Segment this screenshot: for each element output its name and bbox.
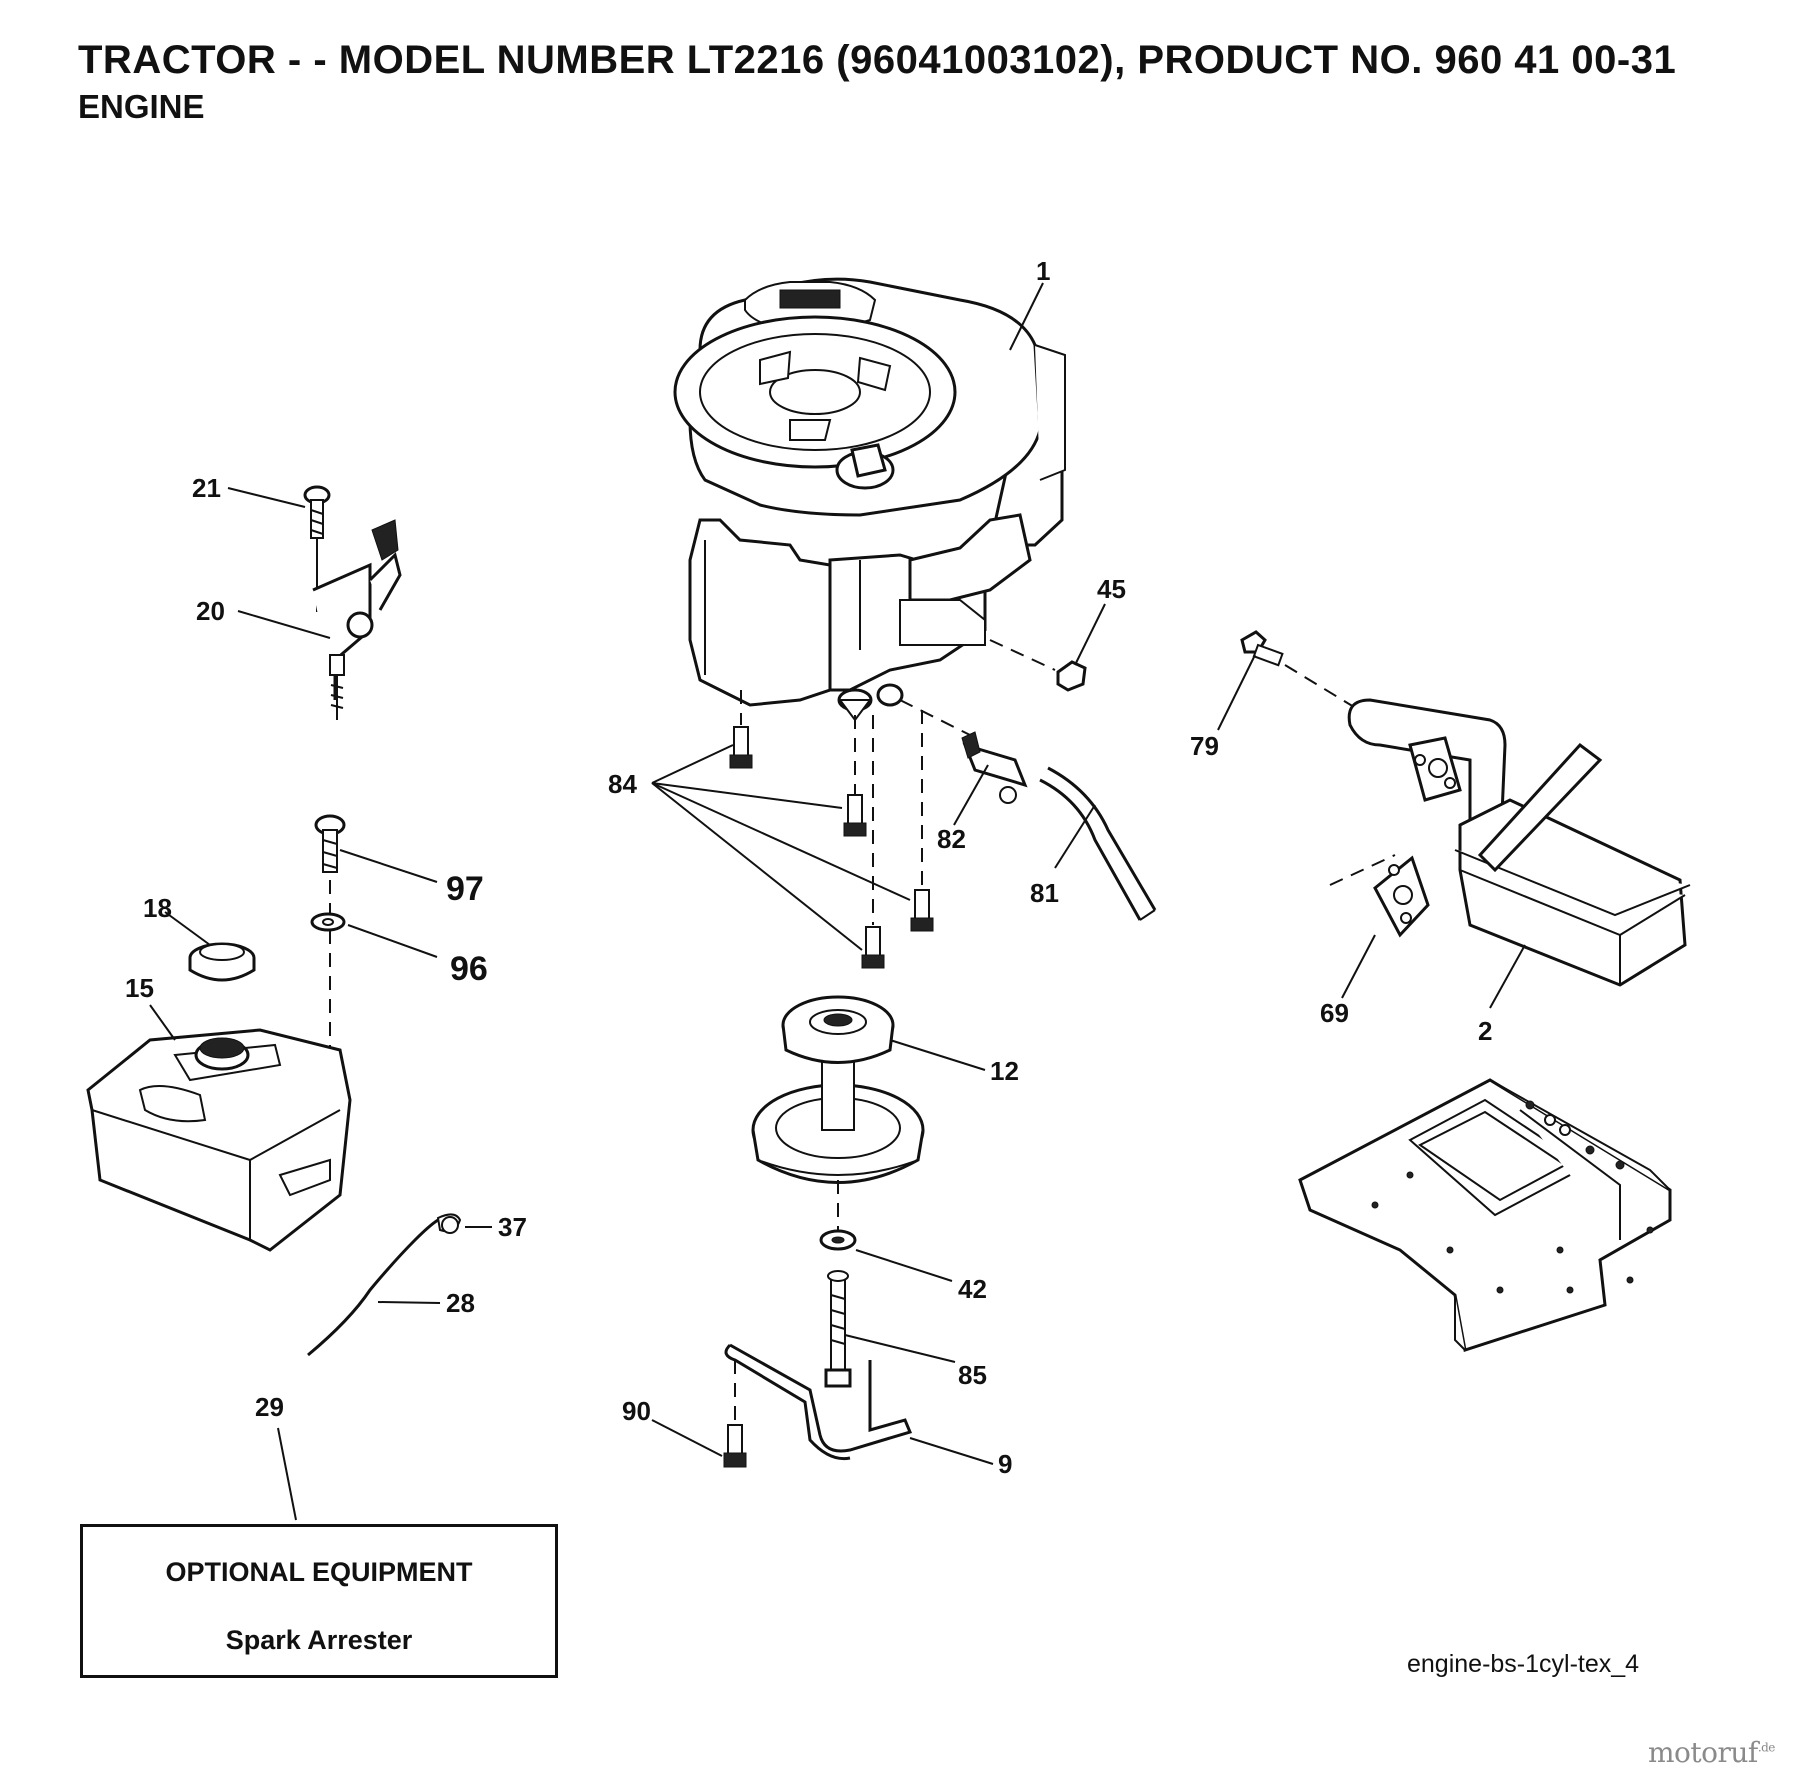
- optional-equipment-item: Spark Arrester: [225, 1625, 413, 1655]
- watermark-text: motoruf: [1648, 1736, 1758, 1769]
- center-bolt-part: [819, 1180, 857, 1388]
- callout-21: 21: [192, 473, 221, 503]
- nut-45-part: [989, 639, 1087, 692]
- callout-69: 69: [1320, 998, 1349, 1028]
- watermark-suffix: .de: [1757, 1740, 1776, 1755]
- engine-part: [673, 277, 1066, 722]
- fuel-line-part: [307, 1213, 462, 1357]
- callout-20: 20: [196, 596, 225, 626]
- callout-82: 82: [937, 824, 966, 854]
- callout-37: 37: [498, 1212, 527, 1242]
- callout-29: 29: [255, 1392, 284, 1422]
- callout-42: 42: [958, 1274, 987, 1304]
- page-title: TRACTOR - - MODEL NUMBER LT2216 (9604100…: [78, 38, 1677, 82]
- bracket-9-part: [723, 1343, 913, 1468]
- pulley-part: [751, 995, 925, 1184]
- callout-9: 9: [998, 1449, 1012, 1479]
- throttle-control-part: [303, 485, 402, 720]
- muffler-part: [1240, 630, 1691, 987]
- fuel-tank-part: [86, 942, 352, 1252]
- optional-equipment-title: OPTIONAL EQUIPMENT: [165, 1557, 473, 1587]
- callout-90: 90: [622, 1396, 651, 1426]
- callout-85: 85: [958, 1360, 987, 1390]
- watermark-logo: motoruf.de: [1648, 1736, 1775, 1769]
- optional-equipment-box: OPTIONAL EQUIPMENT Spark Arrester: [80, 1524, 558, 1678]
- callout-45: 45: [1097, 574, 1126, 604]
- callout-97: 97: [446, 870, 484, 908]
- leader-lines: [149, 282, 1526, 1521]
- diagram-code: engine-bs-1cyl-tex_4: [1407, 1650, 1640, 1678]
- callouts: 1 21 20 45 79 84 82 81 97 96 18 15 12 69…: [125, 256, 1492, 1479]
- callout-28: 28: [446, 1288, 475, 1318]
- breather-part: [899, 699, 1157, 921]
- callout-81: 81: [1030, 878, 1059, 908]
- callout-18: 18: [143, 893, 172, 923]
- page-subtitle: ENGINE: [78, 88, 205, 125]
- callout-84: 84: [608, 769, 637, 799]
- callout-2: 2: [1478, 1016, 1492, 1046]
- callout-1: 1: [1036, 256, 1050, 286]
- engine-mount-plate-part: [1298, 1078, 1672, 1352]
- mounting-screws-part: [729, 690, 934, 969]
- callout-96: 96: [450, 950, 488, 988]
- callout-12: 12: [990, 1056, 1019, 1086]
- callout-79: 79: [1190, 731, 1219, 761]
- callout-15: 15: [125, 973, 154, 1003]
- screw-97-part: [310, 814, 346, 1150]
